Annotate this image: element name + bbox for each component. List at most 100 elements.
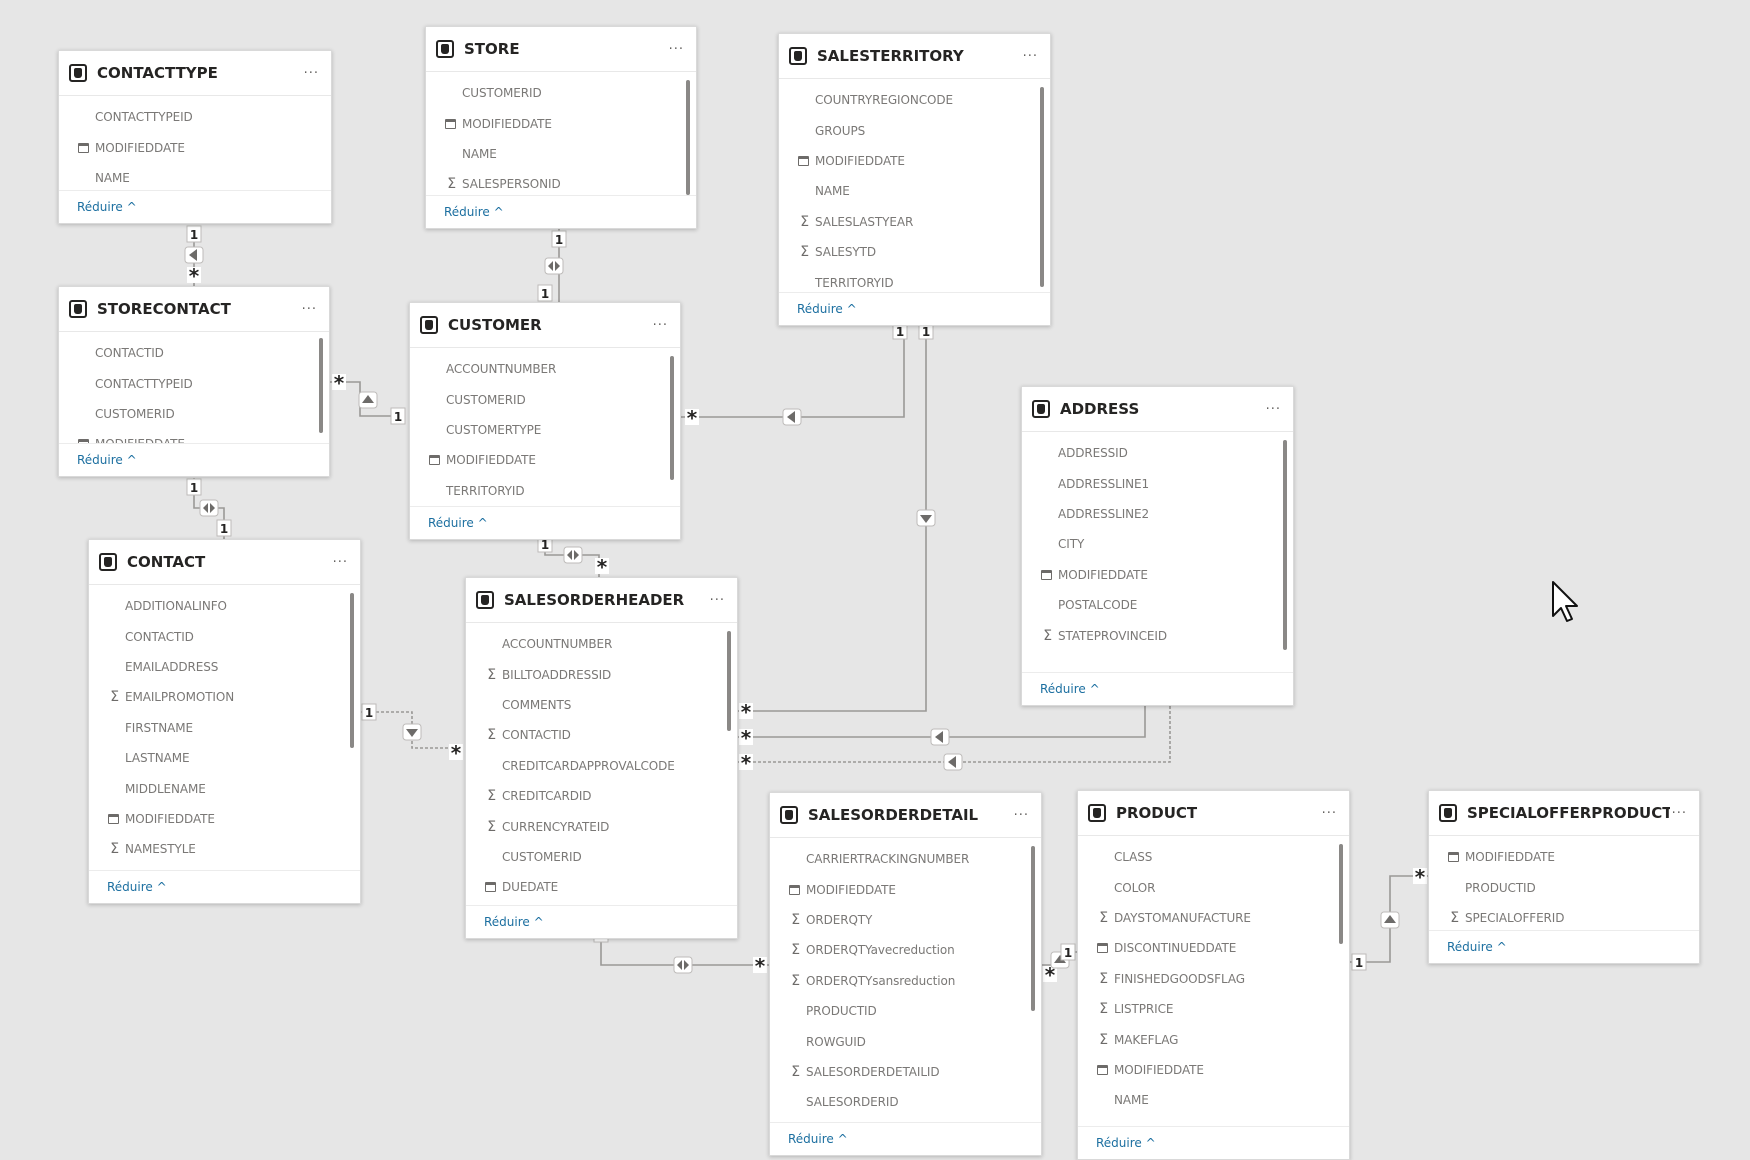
field-row[interactable]: MODIFIEDDATE <box>410 445 680 475</box>
field-row[interactable]: CONTACTID <box>59 338 329 368</box>
table-header[interactable]: CONTACTTYPE··· <box>59 51 331 96</box>
vertical-scrollbar[interactable] <box>350 593 354 748</box>
collapse-link[interactable]: Réduire ^ <box>410 506 680 539</box>
table-header[interactable]: STORE··· <box>426 27 696 72</box>
field-row[interactable]: CREDITCARDAPPROVALCODE <box>466 751 737 781</box>
relationship-line[interactable] <box>361 711 465 749</box>
relationship-line[interactable] <box>738 322 927 712</box>
field-row[interactable]: COUNTRYREGIONCODE <box>779 85 1050 115</box>
collapse-link[interactable]: Réduire ^ <box>426 195 696 228</box>
relationship-line[interactable] <box>1350 875 1428 963</box>
more-options-button[interactable]: ··· <box>668 41 684 57</box>
field-row[interactable]: GROUPS <box>779 115 1050 145</box>
field-row[interactable]: MODIFIEDDATE <box>779 146 1050 176</box>
field-row[interactable]: MODIFIEDDATE <box>426 108 696 138</box>
more-options-button[interactable]: ··· <box>1321 805 1337 821</box>
field-row[interactable]: MODIFIEDDATE <box>770 874 1041 904</box>
table-header[interactable]: ADDRESS··· <box>1022 387 1293 432</box>
field-row[interactable]: NAME <box>1078 1085 1349 1115</box>
field-row[interactable]: SALESORDERID <box>770 1087 1041 1117</box>
field-row[interactable]: EMAILADDRESS <box>89 652 360 682</box>
vertical-scrollbar[interactable] <box>1031 846 1035 1011</box>
field-row[interactable]: MODIFIEDDATE <box>1429 842 1699 872</box>
collapse-link[interactable]: Réduire ^ <box>770 1122 1041 1155</box>
table-header[interactable]: SPECIALOFFERPRODUCT··· <box>1429 791 1699 836</box>
relationship-line[interactable] <box>681 322 905 418</box>
collapse-link[interactable]: Réduire ^ <box>466 905 737 938</box>
field-row[interactable]: MODIFIEDDATE <box>1022 560 1293 590</box>
field-row[interactable]: ADDRESSID <box>1022 438 1293 468</box>
field-row[interactable]: ADDRESSLINE1 <box>1022 468 1293 498</box>
field-row[interactable]: DUEDATE <box>466 872 737 902</box>
field-row[interactable]: MODIFIEDDATE <box>59 132 331 162</box>
vertical-scrollbar[interactable] <box>319 338 323 433</box>
collapse-link[interactable]: Réduire ^ <box>89 870 360 903</box>
more-options-button[interactable]: ··· <box>303 65 319 81</box>
field-row[interactable]: NAME <box>426 139 696 169</box>
field-row[interactable]: CUSTOMERID <box>410 384 680 414</box>
field-row[interactable]: POSTALCODE <box>1022 590 1293 620</box>
field-row[interactable]: COMMENTS <box>466 690 737 720</box>
field-row[interactable]: ADDITIONALINFO <box>89 591 360 621</box>
table-header[interactable]: CUSTOMER··· <box>410 303 680 348</box>
field-row[interactable]: NAME <box>59 163 331 190</box>
field-row[interactable]: MODIFIEDDATE <box>89 804 360 834</box>
more-options-button[interactable]: ··· <box>1265 401 1281 417</box>
field-row[interactable]: ADDRESSLINE2 <box>1022 499 1293 529</box>
relationship-line[interactable] <box>193 478 225 539</box>
field-row[interactable]: NAME <box>779 176 1050 206</box>
field-row[interactable]: TERRITORYID <box>779 267 1050 292</box>
field-row[interactable]: COLOR <box>1078 872 1349 902</box>
relationship-line[interactable] <box>1042 951 1077 966</box>
table-header[interactable]: SALESORDERDETAIL··· <box>770 793 1041 838</box>
field-list[interactable]: CONTACTIDCONTACTTYPEIDCUSTOMERIDMODIFIED… <box>59 332 329 443</box>
field-row[interactable]: CITY <box>1022 529 1293 559</box>
field-row[interactable]: FIRSTNAME <box>89 713 360 743</box>
more-options-button[interactable]: ··· <box>652 317 668 333</box>
field-row[interactable]: CUSTOMERID <box>466 842 737 872</box>
more-options-button[interactable]: ··· <box>1013 807 1029 823</box>
field-row[interactable]: LASTNAME <box>89 743 360 773</box>
collapse-link[interactable]: Réduire ^ <box>779 292 1050 325</box>
field-row[interactable]: CUSTOMERID <box>426 78 696 108</box>
field-row[interactable]: TERRITORYID <box>410 476 680 506</box>
field-row[interactable]: CONTACTTYPEID <box>59 102 331 132</box>
vertical-scrollbar[interactable] <box>1283 440 1287 650</box>
collapse-link[interactable]: Réduire ^ <box>59 190 331 223</box>
field-row[interactable]: CLASS <box>1078 842 1349 872</box>
vertical-scrollbar[interactable] <box>686 80 690 195</box>
field-row[interactable]: CONTACTTYPEID <box>59 368 329 398</box>
table-card-salesorderdetail[interactable]: SALESORDERDETAIL···CARRIERTRACKINGNUMBER… <box>769 792 1042 1156</box>
